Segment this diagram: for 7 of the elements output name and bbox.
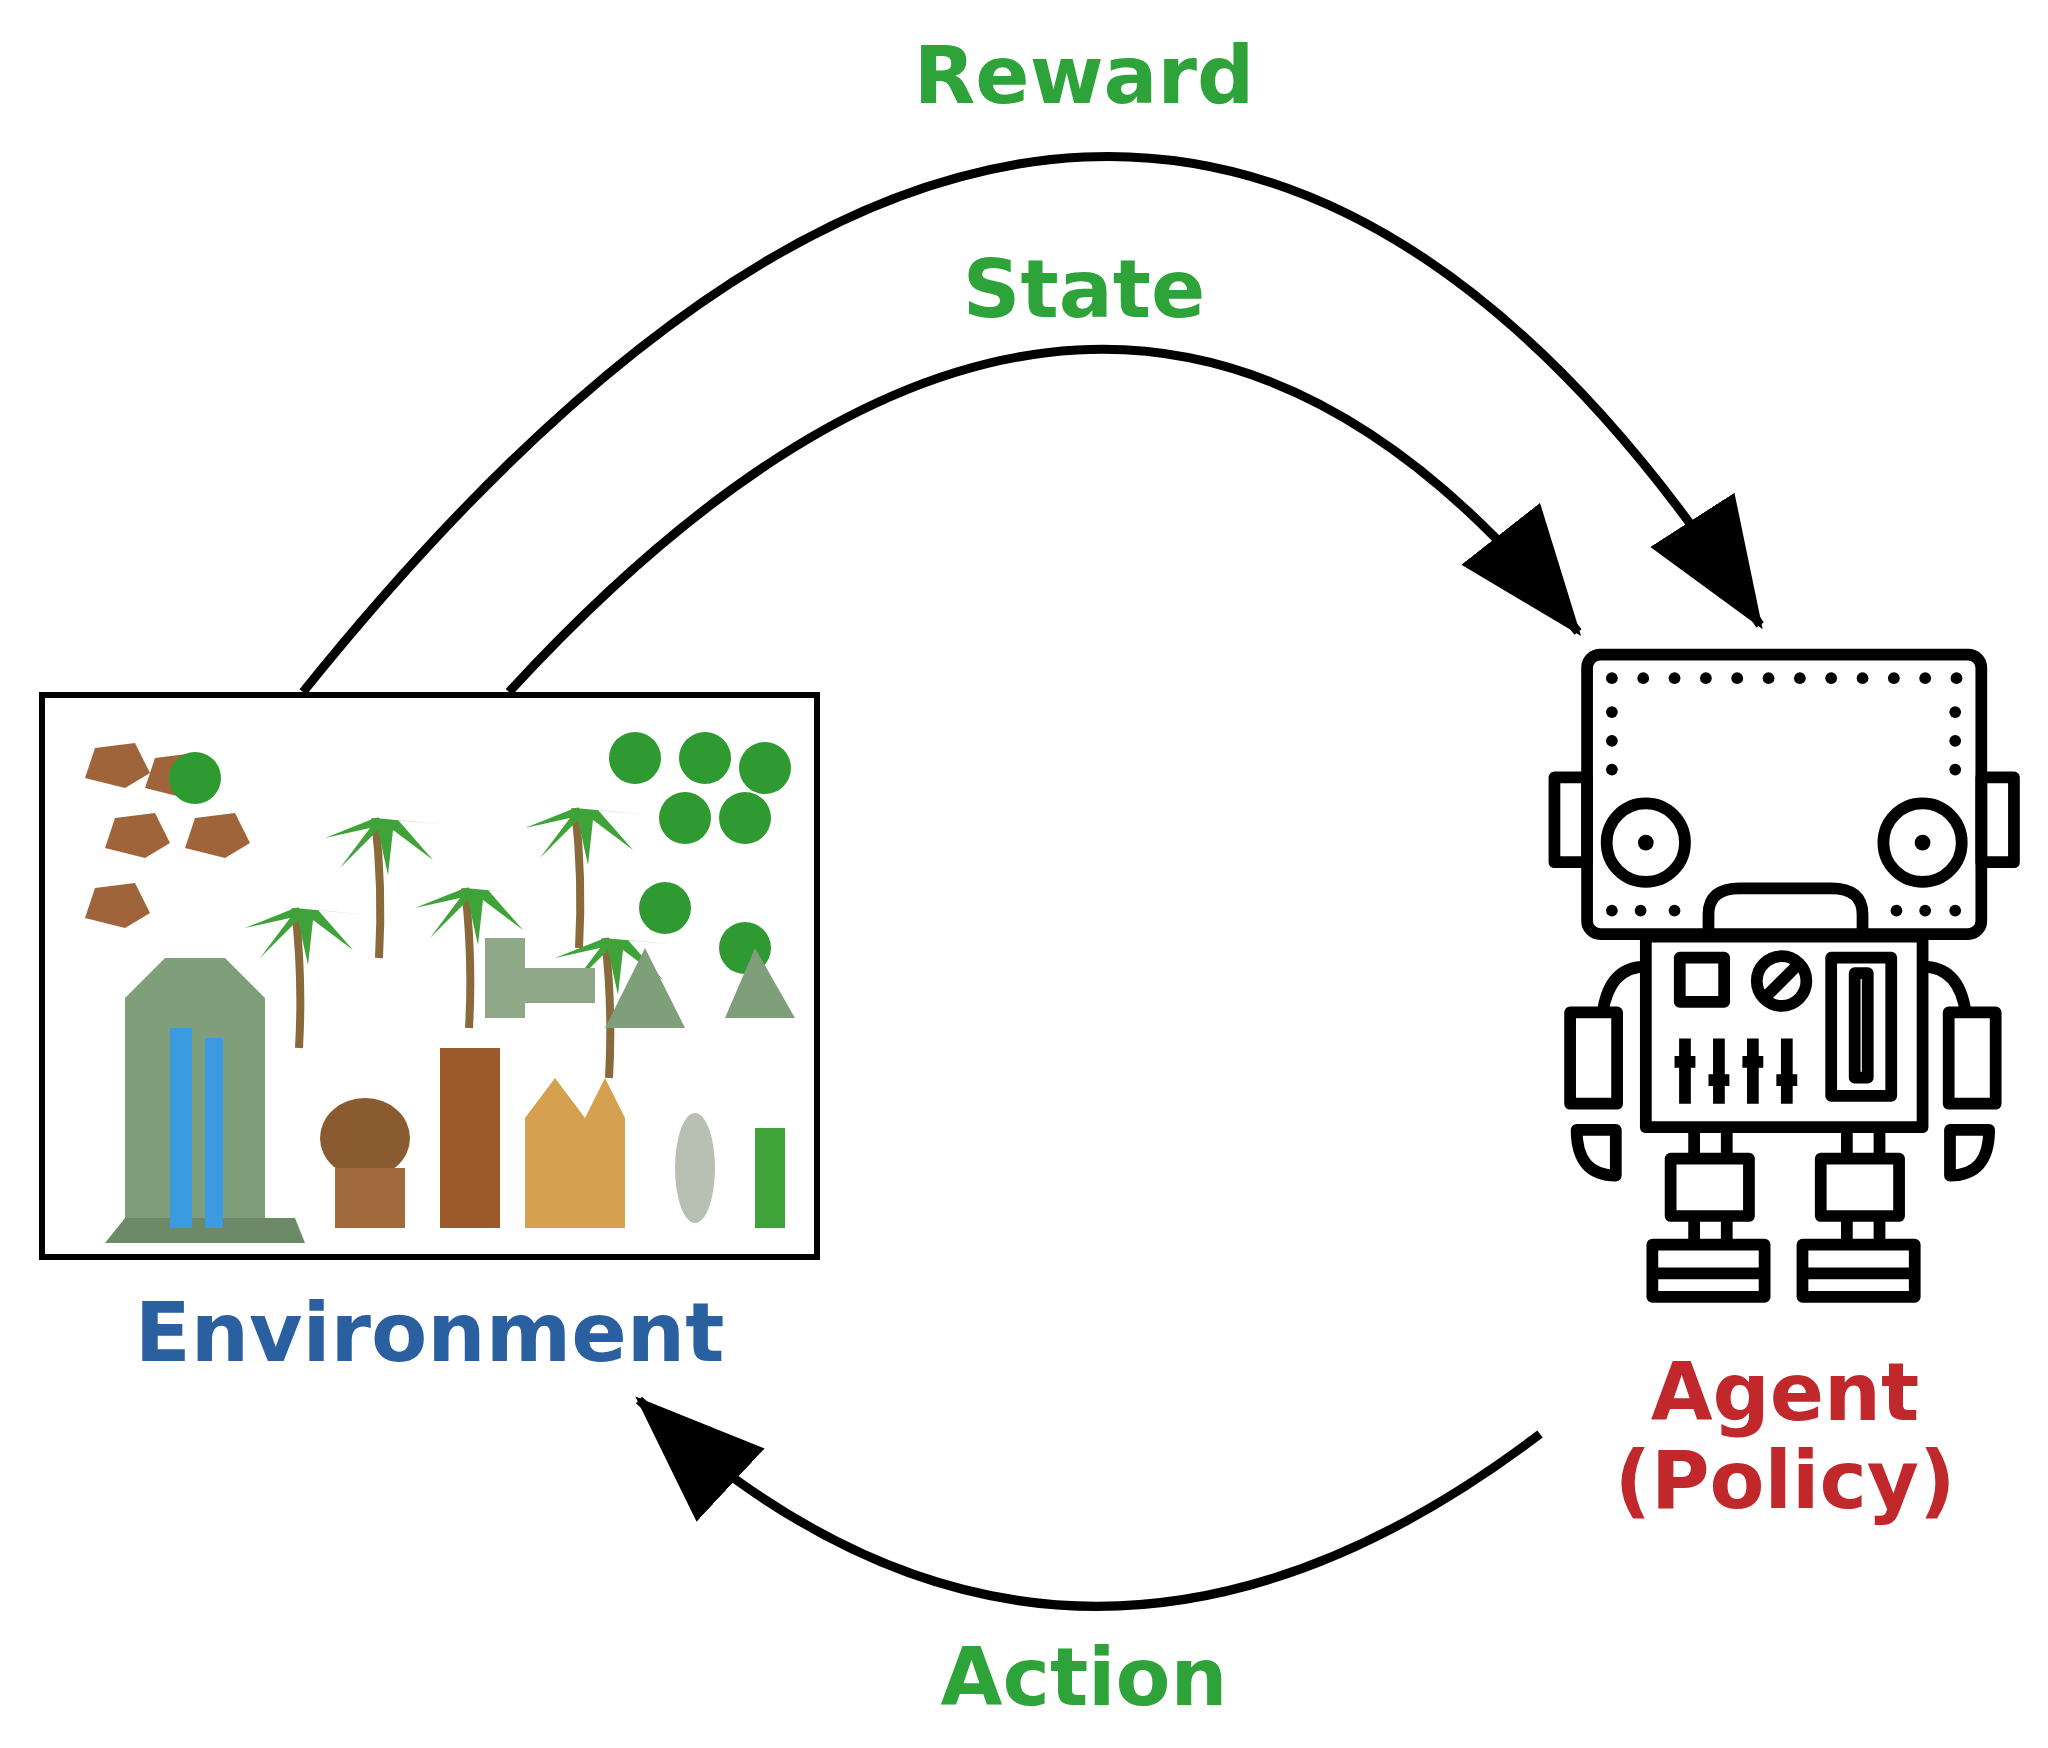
- edge-label: Action: [940, 1638, 1228, 1718]
- node-title: Agent (Policy): [1613, 1349, 1957, 1525]
- edge-label: State: [962, 250, 1206, 330]
- arrow: [299, 153, 1764, 695]
- edge-label: Reward: [913, 36, 1255, 116]
- arrow: [635, 1396, 1543, 1611]
- node-title: Environment: [133, 1288, 726, 1379]
